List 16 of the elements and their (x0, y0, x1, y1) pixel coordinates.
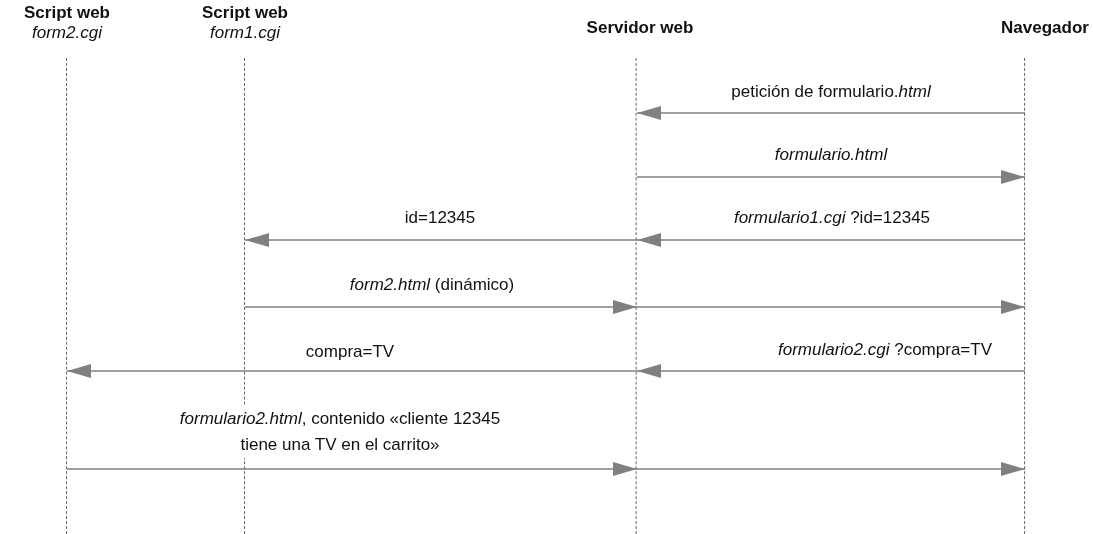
participant-subtitle: form2.cgi (31, 23, 104, 43)
participant-subtitle: form1.cgi (209, 23, 282, 43)
message-arrow (244, 233, 638, 247)
message-arrow (636, 364, 1026, 378)
message-arrow (66, 462, 638, 476)
participant-name: Navegador (1001, 18, 1089, 38)
message-arrow (636, 462, 1026, 476)
message-arrow (636, 170, 1026, 184)
message-arrow (636, 106, 1026, 120)
participant-name: Script web (24, 3, 110, 23)
message-arrow (66, 364, 638, 378)
message-arrow (636, 300, 1026, 314)
participant-name: Servidor web (586, 18, 694, 38)
participant-name: Script web (202, 3, 288, 23)
message-arrow (244, 300, 638, 314)
message-arrow (636, 233, 1026, 247)
